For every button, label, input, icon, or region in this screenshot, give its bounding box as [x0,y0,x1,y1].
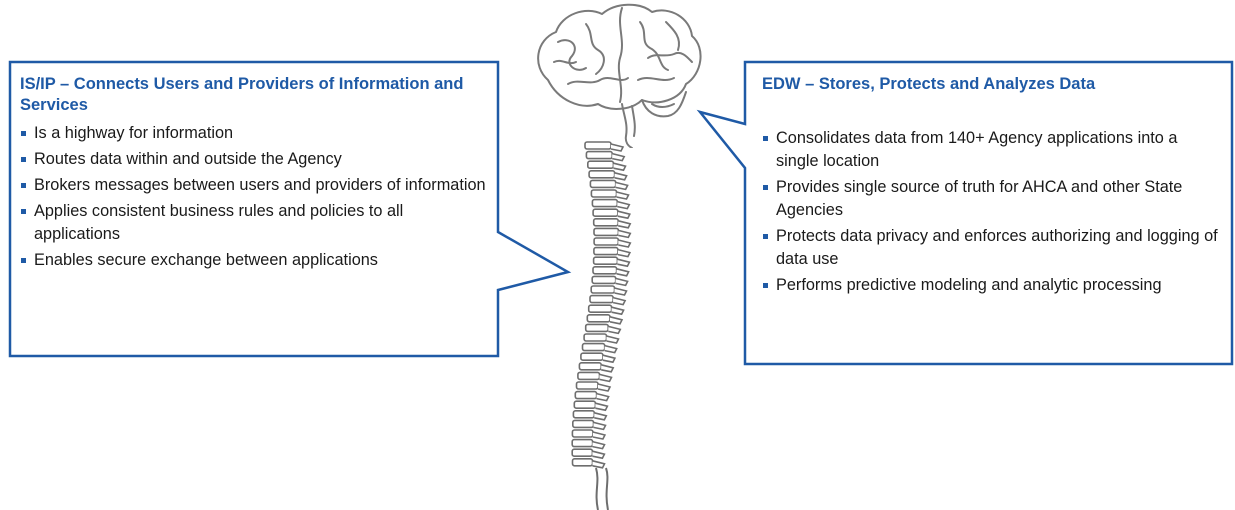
vertebra-process [610,143,625,152]
right-callout-frame [696,60,1234,366]
vertebra [581,342,606,352]
vertebra [589,179,617,189]
vertebra [585,150,614,160]
vertebra [580,352,604,361]
vertebra-process [615,277,629,287]
vertebra [572,409,596,419]
vertebra [590,189,618,198]
vertebra-process [606,335,620,344]
vertebra [571,429,594,438]
vertebra-process [616,191,630,200]
vertebra [593,227,620,237]
vertebra [571,419,595,429]
vertebra-process [614,172,628,181]
list-item: Protects data privacy and enforces autho… [762,225,1224,271]
vertebra [571,438,594,448]
vertebra-process [592,440,606,450]
vertebra [584,323,610,333]
right-callout-title: EDW – Stores, Protects and Analyzes Data [762,75,1096,93]
list-item: Brokers messages between users and provi… [20,174,490,197]
vertebra-process [608,325,622,335]
vertebra [571,457,594,467]
vertebra [588,169,616,179]
vertebra [586,314,611,323]
brain-icon [537,3,702,148]
vertebra-process [592,460,606,469]
vertebra-process [617,200,631,210]
vertebra-process [609,316,624,325]
left-callout-frame [8,60,572,358]
vertebra [573,400,597,410]
vertebra-process [592,450,606,460]
vertebra-process [616,268,630,277]
list-item: Applies consistent business rules and po… [20,200,490,246]
vertebra [587,304,613,313]
vertebra-process [617,258,631,268]
vertebra-process [604,344,618,354]
list-item: Consolidates data from 140+ Agency appli… [762,127,1224,173]
list-item: Performs predictive modeling and analyti… [762,274,1224,297]
vertebra-process [617,248,632,258]
vertebra [593,237,620,246]
left-callout-list: Is a highway for information Routes data… [20,122,490,272]
vertebra-process [601,364,615,373]
vertebra [589,294,614,304]
vertebra-process [613,162,627,172]
list-item: Is a highway for information [20,122,490,145]
spine-icon [571,141,632,510]
vertebra [592,208,619,217]
vertebra-process [618,220,632,229]
vertebra-process [615,181,629,191]
vertebra-process [602,354,617,364]
vertebra-process [618,239,632,248]
list-item: Routes data within and outside the Agenc… [20,148,490,171]
list-item: Provides single source of truth for AHCA… [762,176,1224,222]
vertebra [592,266,618,275]
vertebra [575,381,599,390]
vertebra [591,198,619,208]
vertebra [583,333,608,342]
left-callout-title: IS/IP – Connects Users and Providers of … [20,75,464,114]
vertebra [591,275,617,285]
vertebra [592,256,619,265]
list-item: Enables secure exchange between applicat… [20,249,490,272]
vertebra [584,141,612,150]
vertebra-process [595,402,609,412]
vertebra-process [612,152,626,162]
vertebra-process [599,373,613,383]
right-callout: EDW – Stores, Protects and Analyzes Data… [762,74,1224,300]
vertebra-process [618,229,632,239]
vertebra [586,160,615,170]
left-callout: IS/IP – Connects Users and Providers of … [20,74,490,275]
vertebra-process [597,383,612,392]
vertebra-process [617,210,631,220]
vertebra [577,371,601,381]
right-callout-list: Consolidates data from 140+ Agency appli… [762,127,1224,297]
vertebra-process [611,306,625,316]
vertebra-process [614,287,628,296]
vertebra-process [596,392,610,402]
vertebra-process [594,412,608,421]
vertebra-process [593,421,607,431]
vertebra-process [612,296,627,306]
vertebra [593,246,619,256]
vertebra [571,448,594,458]
vertebra-process [592,431,607,440]
vertebra [578,362,602,371]
vertebra [592,218,620,227]
vertebra [574,390,598,400]
vertebra [590,285,616,294]
